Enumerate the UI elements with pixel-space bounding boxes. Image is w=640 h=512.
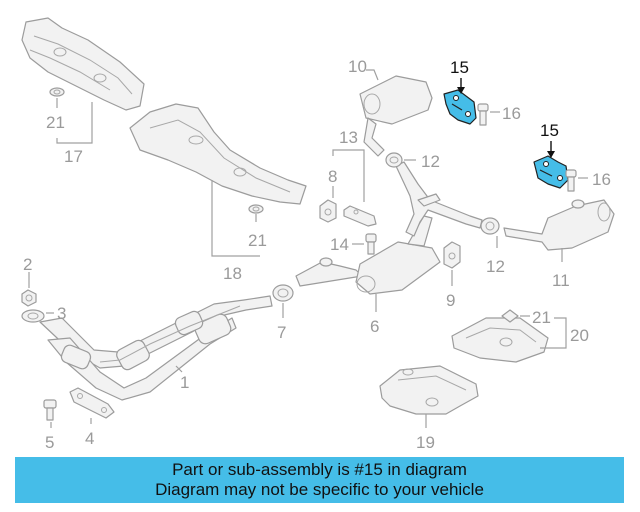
part-21-clip-rear (501, 309, 519, 323)
part-13-bracket (343, 205, 377, 227)
part-7-gasket (272, 284, 294, 302)
callout-6: 6 (370, 317, 379, 336)
callout-8: 8 (328, 167, 337, 186)
part-2-nut (21, 289, 37, 307)
intermediate-pipe (395, 161, 483, 237)
callout-21-rear: 21 (532, 308, 551, 327)
part-14-bolt (365, 233, 377, 255)
part-15-bracket-lower (533, 155, 569, 189)
callout-17: 17 (64, 147, 83, 166)
leader-20 (540, 317, 567, 349)
callout-13: 13 (339, 128, 358, 147)
exhaust-parts-diagram: 21 17 21 18 1 2 3 (21, 17, 615, 452)
callout-10: 10 (348, 57, 367, 76)
callout-18: 18 (223, 264, 242, 283)
part-16-bolt-upper (477, 103, 489, 126)
callout-20: 20 (570, 326, 589, 345)
info-banner: Part or sub-assembly is #15 in diagram D… (15, 457, 624, 503)
part-12-gasket-lower (480, 217, 500, 235)
part-17-heat-shield (21, 17, 145, 111)
part-16-bolt-lower (565, 169, 577, 192)
part-9-hanger (443, 241, 461, 269)
leader-18 (211, 180, 260, 257)
leader-10 (366, 69, 379, 81)
part-8-hanger (319, 199, 337, 223)
callout-16-upper: 16 (502, 104, 521, 123)
part-3-gasket (21, 309, 45, 323)
callout-15-upper: 15 (450, 58, 469, 77)
callout-12-lower: 12 (486, 257, 505, 276)
callout-1: 1 (180, 373, 189, 392)
part-11-rear-muffler-right (503, 199, 615, 251)
callout-19: 19 (416, 433, 435, 452)
banner-line-1: Part or sub-assembly is #15 in diagram (172, 460, 467, 479)
leader-17 (56, 102, 93, 144)
arrow-15-lower (547, 151, 555, 158)
callout-11: 11 (552, 271, 570, 290)
leader-1 (175, 365, 183, 373)
banner-line-2: Diagram may not be specific to your vehi… (155, 480, 484, 499)
part-21-bolt-upper (49, 87, 65, 97)
part-19-under-cover (379, 365, 479, 415)
callout-5: 5 (45, 433, 54, 452)
part-10-rear-muffler-left (359, 75, 433, 157)
leader-13 (332, 149, 365, 202)
callout-21-upper: 21 (46, 113, 65, 132)
callout-2: 2 (23, 255, 32, 274)
callout-4: 4 (85, 429, 94, 448)
callout-7: 7 (277, 323, 286, 342)
callout-9: 9 (446, 291, 455, 310)
callout-12-upper: 12 (421, 152, 440, 171)
callout-21-middle: 21 (248, 231, 267, 250)
callout-16-lower: 16 (592, 170, 611, 189)
part-12-gasket-upper (385, 152, 403, 168)
callout-14: 14 (330, 235, 349, 254)
part-1-front-exhaust-pipe (39, 295, 273, 401)
part-15-bracket-upper (443, 89, 477, 125)
part-18-heat-shield (129, 103, 307, 205)
part-6-center-muffler (295, 215, 441, 295)
callout-15-lower: 15 (540, 121, 559, 140)
arrow-15-upper (457, 87, 465, 94)
part-4-bracket (69, 387, 115, 419)
part-21-bolt-middle (248, 204, 264, 214)
part-20-heat-shield (451, 317, 549, 363)
callout-3: 3 (57, 304, 66, 323)
part-5-bolt (43, 399, 57, 421)
